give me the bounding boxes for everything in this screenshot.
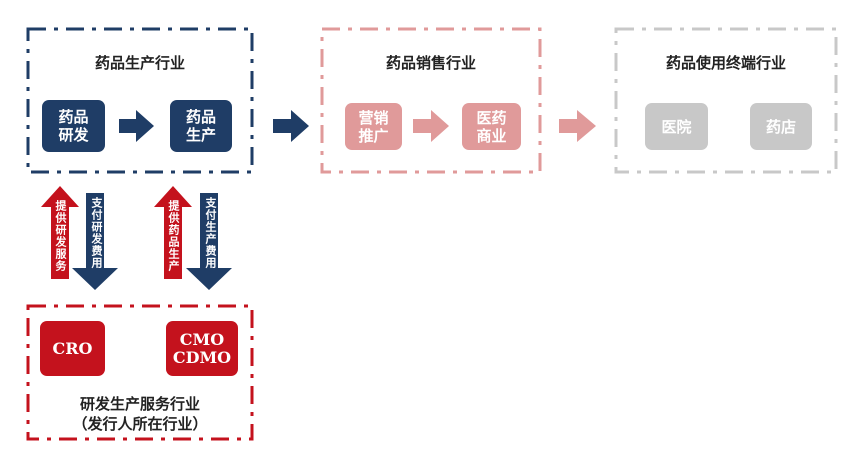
service-group-subcaption: （发行人所在行业） bbox=[72, 415, 208, 433]
arrow-up-icon bbox=[41, 186, 79, 279]
arrow-right-icon bbox=[413, 110, 449, 142]
terminal-group-border bbox=[614, 27, 838, 174]
node-manufacturing: 药品 生产 bbox=[170, 100, 232, 152]
sales-group-border bbox=[320, 27, 542, 174]
node-hospital: 医院 bbox=[645, 103, 708, 150]
arrow-down-icon bbox=[72, 193, 118, 290]
sales-group-title: 药品销售行业 bbox=[385, 54, 476, 72]
arrow-right-icon bbox=[273, 110, 309, 142]
flow-pay-rd-fee: 支付研发费用 bbox=[90, 197, 103, 269]
node-pharmacy: 药店 bbox=[750, 103, 812, 150]
production-group-border bbox=[26, 27, 254, 174]
arrow-down-icon bbox=[186, 193, 232, 290]
node-rd: 药品 研发 bbox=[42, 100, 105, 152]
node-distribution: 医药 商业 bbox=[462, 103, 521, 150]
node-cro: CRO bbox=[40, 321, 105, 376]
terminal-group-title: 药品使用终端行业 bbox=[665, 54, 786, 72]
arrow-right-icon bbox=[119, 110, 154, 142]
flow-provide-manufacturing: 提供药品生产 bbox=[167, 200, 180, 272]
service-group-border bbox=[26, 304, 254, 441]
flow-provide-rd-service: 提供研发服务 bbox=[54, 200, 67, 272]
arrow-up-icon bbox=[154, 186, 192, 279]
arrow-right-icon bbox=[559, 110, 596, 142]
node-marketing: 营销 推广 bbox=[345, 103, 402, 150]
node-cmo-cdmo: CMO CDMO bbox=[166, 321, 238, 376]
production-group-title: 药品生产行业 bbox=[94, 54, 185, 72]
flow-pay-manufacturing-fee: 支付生产费用 bbox=[204, 197, 217, 269]
service-group-caption: 研发生产服务行业 bbox=[79, 395, 200, 413]
